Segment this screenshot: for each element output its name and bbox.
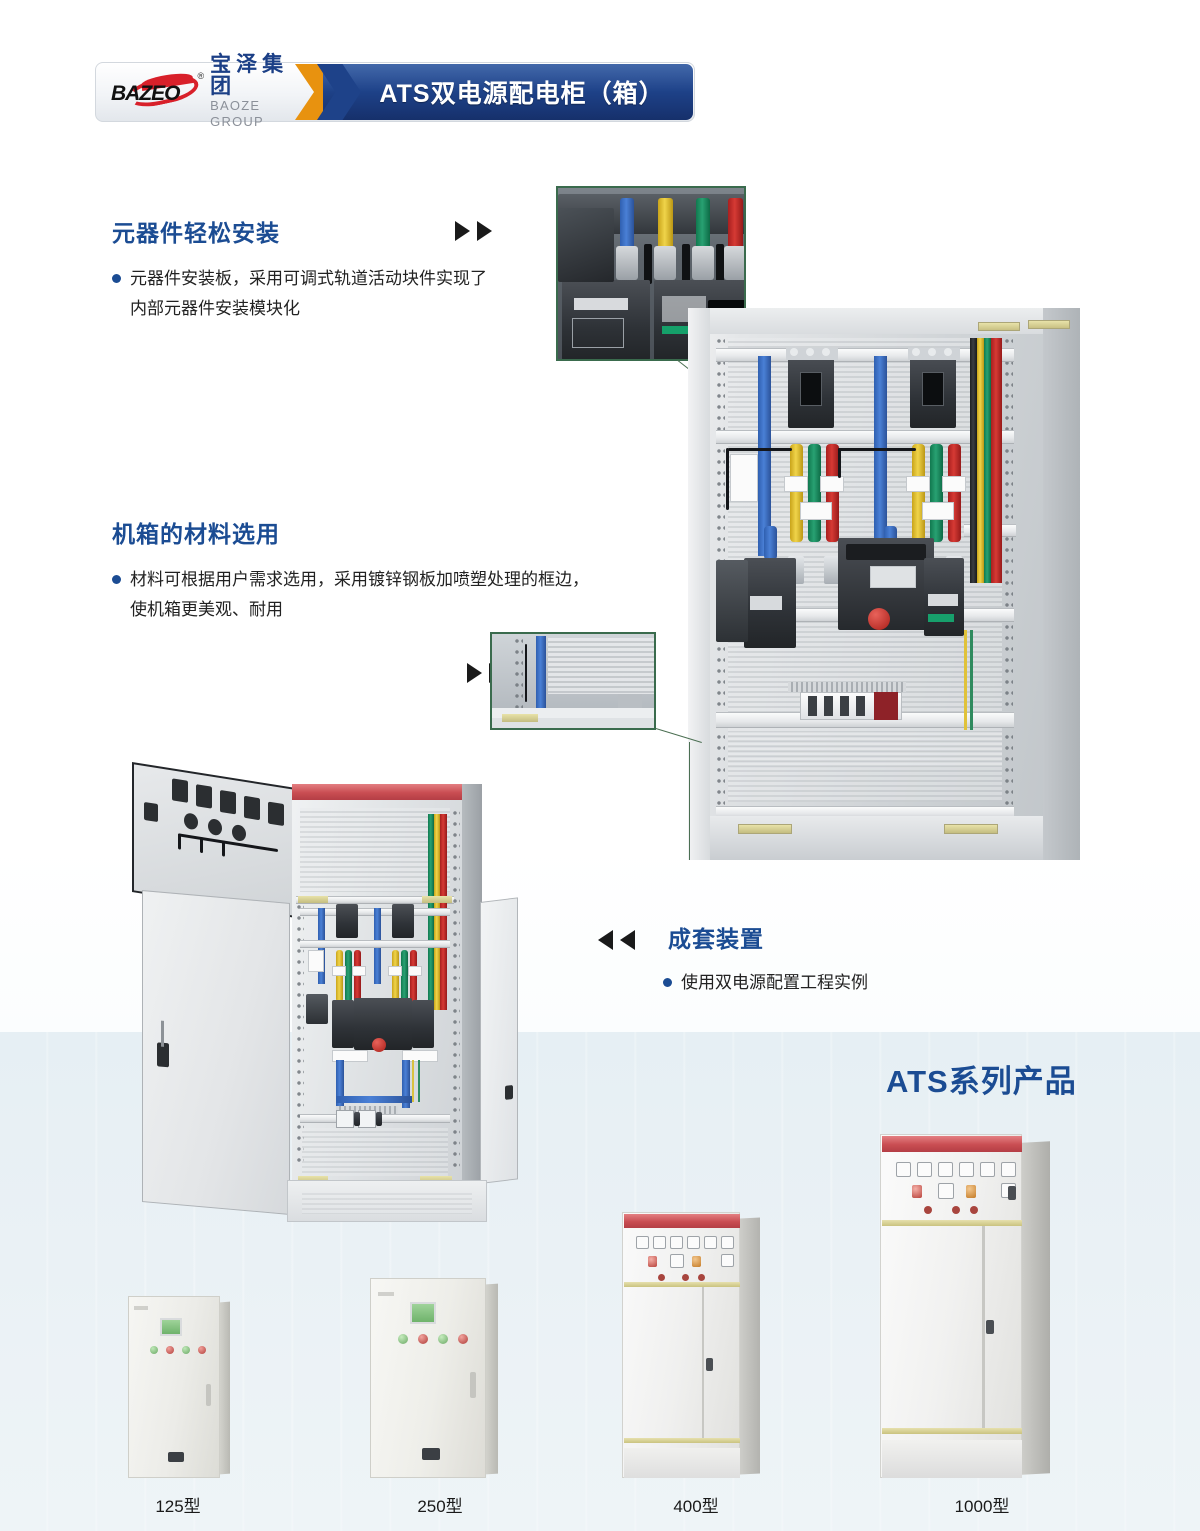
product-label-400: 400型 <box>673 1497 719 1516</box>
product-image-125 <box>128 1292 230 1480</box>
arrow-left-pair-icon <box>598 930 635 950</box>
product-image-1000 <box>880 1128 1050 1480</box>
section-title: 元器件轻松安装 <box>112 220 280 246</box>
page-title: ATS双电源配电柜（箱） <box>379 80 665 108</box>
photo-frame-material-detail <box>490 632 656 730</box>
section-title: 成套装置 <box>668 926 764 952</box>
product-label-125: 125型 <box>155 1497 201 1516</box>
photo-main-cabinet <box>688 308 1080 860</box>
logo-wordmark: BAZEO <box>111 82 180 105</box>
series-title: ATS系列产品 <box>886 1064 1077 1099</box>
company-name-cn: 宝泽集团 <box>210 53 289 99</box>
product-image-400 <box>622 1208 762 1480</box>
bullet-dot-icon <box>663 978 672 987</box>
page-header: BAZEO ® 宝泽集团 BAOZE GROUP ATS双电源配电柜（箱） <box>95 54 695 129</box>
logo-text-block: 宝泽集团 BAOZE GROUP <box>210 54 311 129</box>
arrow-right-pair-icon <box>455 221 492 241</box>
logo-mark-icon: BAZEO ® <box>111 70 204 112</box>
photo-open-cabinet <box>132 762 552 1224</box>
photo-component-mounting-detail <box>556 186 746 361</box>
header-banner <box>323 64 693 120</box>
product-label-1000: 1000型 <box>954 1497 1010 1516</box>
bullet-text: 使用双电源配置工程实例 <box>681 973 868 992</box>
bullet-dot-icon <box>112 575 121 584</box>
bullet-item: 元器件安装板，采用可调式轨道活动块件实现了 内部元器件安装模块化 <box>112 264 532 324</box>
product-image-250 <box>370 1272 498 1480</box>
callout-line-mid-vertical <box>689 742 690 860</box>
registered-mark: ® <box>197 71 205 81</box>
bullet-text: 材料可根据用户需求选用，采用镀锌钢板加喷塑处理的框边， 使机箱更美观、耐用 <box>130 570 589 619</box>
section-complete-assembly: 成套装置 使用双电源配置工程实例 <box>663 920 968 998</box>
bullet-item: 材料可根据用户需求选用，采用镀锌钢板加喷塑处理的框边， 使机箱更美观、耐用 <box>112 565 652 625</box>
bullet-text: 元器件安装板，采用可调式轨道活动块件实现了 内部元器件安装模块化 <box>130 269 487 318</box>
section-component-install: 元器件轻松安装 元器件安装板，采用可调式轨道活动块件实现了 内部元器件安装模块化 <box>112 214 532 324</box>
section-title: 机箱的材料选用 <box>112 521 280 547</box>
company-name-en: BAOZE GROUP <box>210 98 264 130</box>
product-label-250: 250型 <box>417 1497 463 1516</box>
company-logo: BAZEO ® 宝泽集团 BAOZE GROUP <box>111 54 311 129</box>
bullet-item: 使用双电源配置工程实例 <box>663 968 968 998</box>
section-enclosure-material: 机箱的材料选用 材料可根据用户需求选用，采用镀锌钢板加喷塑处理的框边， 使机箱更… <box>112 515 652 625</box>
bullet-dot-icon <box>112 274 121 283</box>
